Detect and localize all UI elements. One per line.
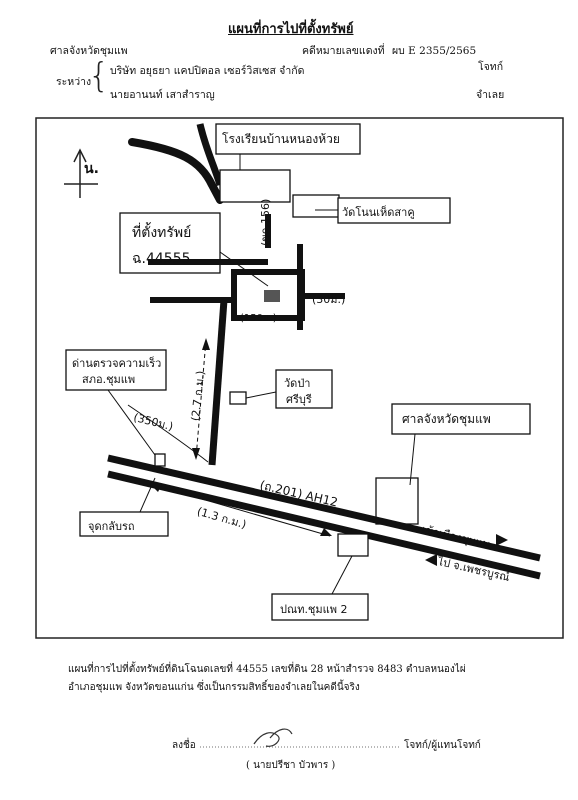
road-code-label: (ขก.156) (259, 198, 272, 246)
police-label-line2: สภอ.ชุมแพ (82, 373, 136, 386)
school-building (219, 169, 291, 203)
uturn-label: จุดกลับรถ (88, 520, 135, 533)
between-label: ระหว่าง (56, 76, 92, 88)
temple-top-label: วัดโนนเห็ดสาคู (342, 206, 415, 219)
post-office-building (337, 533, 369, 557)
highway-north-lane (107, 454, 541, 562)
sign-label: ลงชื่อ (172, 740, 196, 751)
distance-30m-label: (30ม.) (312, 293, 346, 306)
road-north-curve (128, 138, 224, 204)
school-label: โรงเรียนบ้านหนองห้วย (222, 132, 340, 146)
uturn-label-box (79, 511, 169, 537)
plaintiff-role: โจทก์ (478, 61, 504, 73)
brace-icon: { (88, 56, 110, 96)
defendant-role: จำเลย (476, 89, 505, 101)
case-number-label: คดีหมายเลขแดงที่ (302, 45, 385, 57)
highway-south-lane (107, 470, 541, 580)
court-building (375, 477, 419, 525)
property-marker (264, 290, 280, 302)
temple-mid-label-box (275, 369, 333, 409)
case-number: ผบ E 2355/2565 (392, 45, 477, 57)
police-label-box (65, 349, 167, 391)
temple-top-label-box (337, 197, 451, 224)
distance-150m-label: (150ม.) (240, 313, 277, 324)
uturn-marker (154, 453, 166, 467)
temple-mid-label-line1: วัดป่า (284, 377, 311, 390)
description-line1: แผนที่การไปที่ตั้งทรัพย์ที่ดินโฉนดเลขที่… (68, 664, 466, 675)
north-arrow-icon (64, 148, 98, 198)
description-line2: อำเภอชุมแพ จังหวัดขอนแก่น ซึ่งเป็นกรรมสิ… (68, 682, 360, 693)
defendant-name: นายอานนท์ เสาสำราญ (110, 89, 215, 101)
school-label-box (215, 123, 361, 155)
sign-role: โจทก์/ผู้แทนโจทก์ (404, 740, 481, 751)
court-building-label: ศาลจังหวัดชุมแพ (402, 412, 491, 426)
signer-name: ( นายปรีชา บัวพาร ) (246, 760, 336, 771)
post-office-label-box (271, 593, 369, 621)
road-north-curve-2 (196, 123, 224, 187)
document-title: แผนที่การไปที่ตั้งทรัพย์ (228, 22, 354, 37)
court-name: ศาลจังหวัดชุมแพ (50, 45, 128, 57)
property-deed-label: ฉ.44555 (132, 251, 191, 267)
plaintiff-name: บริษัท อยุธยา แคปปิตอล เซอร์วิสเซส จำกัด (110, 65, 305, 77)
to-phetchabun-arrow-icon (425, 554, 437, 566)
road-to-highway (208, 299, 228, 466)
property-title-label: ที่ตั้งทรัพย์ (132, 225, 192, 241)
to-town-arrow-icon (496, 534, 508, 546)
north-label: น. (84, 161, 99, 177)
temple-top-building (292, 194, 340, 218)
temple-mid-label-line2: ศรีบุรี (286, 393, 312, 406)
temple-mid-building (229, 391, 247, 405)
map-frame (35, 117, 564, 639)
signature-scribble (253, 728, 293, 747)
post-office-label: ปณท.ชุมแพ 2 (280, 603, 348, 616)
court-label-box (391, 403, 531, 435)
police-label-line1: ด่านตรวจความเร็ว (72, 357, 162, 370)
